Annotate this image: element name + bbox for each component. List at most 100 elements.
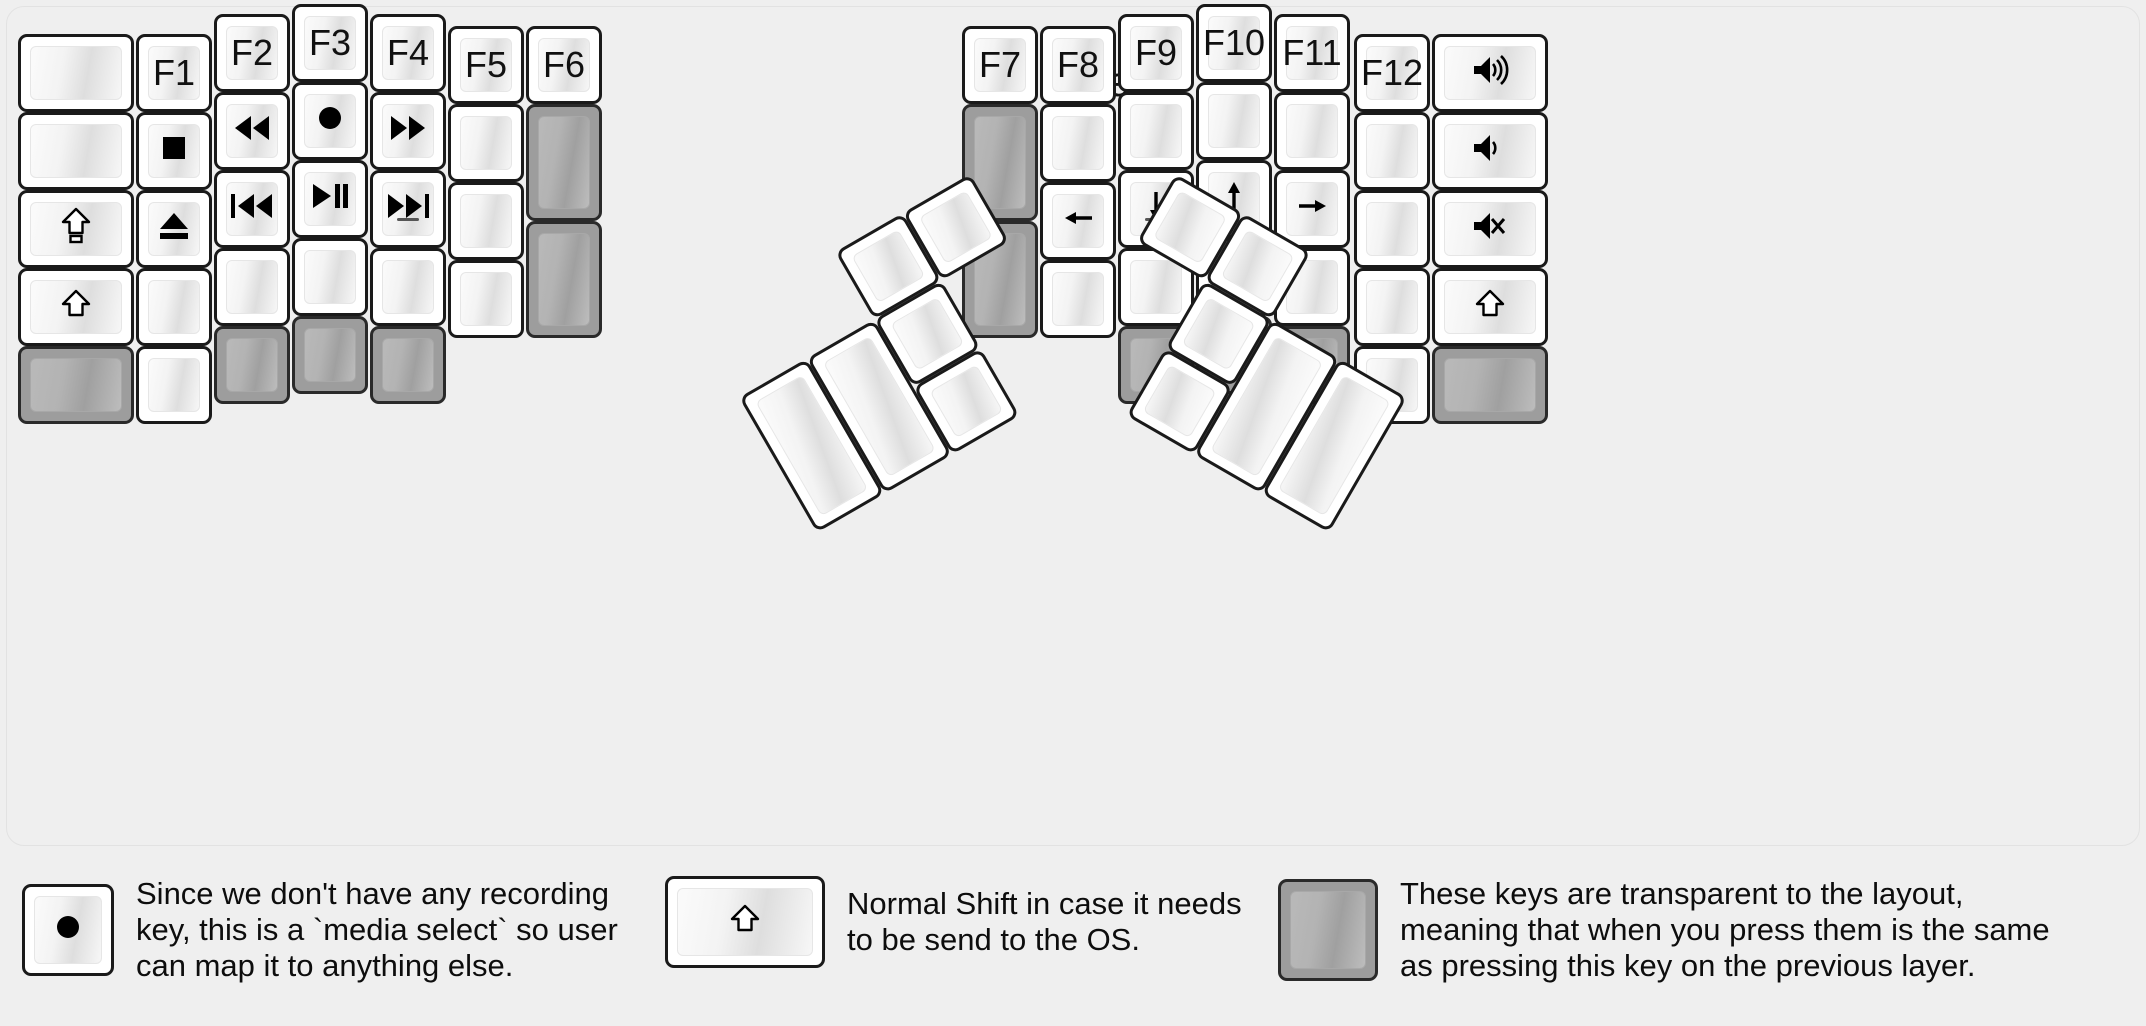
key-l-f6[interactable]: F6 <box>526 26 602 104</box>
key-l-f5[interactable]: F5 <box>448 26 524 104</box>
keycap-surface: F2 <box>226 26 278 80</box>
key-r-volume-up[interactable] <box>1432 34 1548 112</box>
keycap-surface <box>1444 202 1536 256</box>
keycap-surface <box>1444 280 1536 334</box>
key-l-c1-r5[interactable] <box>18 346 134 424</box>
keycap-surface <box>1052 116 1104 170</box>
key-l-c3-r5[interactable] <box>214 326 290 404</box>
key-r-c7-r5[interactable] <box>1432 346 1548 424</box>
keycap-surface <box>1366 280 1418 334</box>
play-pause-icon <box>308 181 352 217</box>
key-label: F12 <box>1360 52 1424 93</box>
key-r-c5-r2[interactable] <box>1274 92 1350 170</box>
key-r-c2-r4[interactable] <box>1040 260 1116 338</box>
keycap-surface <box>148 202 200 256</box>
key-l-stop[interactable] <box>136 112 212 190</box>
key-r-mute[interactable] <box>1432 190 1548 268</box>
keycap-surface <box>382 182 434 236</box>
prev-track-icon <box>227 191 277 227</box>
key-l-f1[interactable]: F1 <box>136 34 212 112</box>
keycap-surface <box>1153 190 1227 265</box>
keycap-surface <box>382 338 434 392</box>
key-r-arrow-right[interactable] <box>1274 170 1350 248</box>
volume-down-icon <box>1471 132 1509 170</box>
key-l-c5-r5[interactable] <box>370 326 446 404</box>
key-l-prev-track[interactable] <box>214 170 290 248</box>
key-l-f2[interactable]: F2 <box>214 14 290 92</box>
key-r-f7[interactable]: F7 <box>962 26 1038 104</box>
key-r-shift[interactable] <box>1432 268 1548 346</box>
key-r-f12[interactable]: F12 <box>1354 34 1430 112</box>
keycap-surface <box>148 280 200 334</box>
key-r-c4-r2[interactable] <box>1196 82 1272 160</box>
keycap-surface <box>1130 104 1182 158</box>
legend-record-key[interactable] <box>22 883 114 976</box>
key-r-c6-r2[interactable] <box>1354 112 1430 190</box>
key-l-record[interactable] <box>292 82 368 160</box>
keycap-surface <box>1130 260 1182 314</box>
eject-icon <box>156 210 192 248</box>
key-r-f8[interactable]: F8 <box>1040 26 1116 104</box>
key-r-f10[interactable]: F10 <box>1196 4 1272 82</box>
key-l-c4-r5[interactable] <box>292 316 368 394</box>
keycap-surface: F7 <box>974 38 1026 92</box>
keycap-surface <box>226 182 278 236</box>
key-l-c3-r4[interactable] <box>214 248 290 326</box>
next-track-icon <box>383 191 433 227</box>
keycap-surface <box>1286 182 1338 236</box>
key-r-arrow-left[interactable] <box>1040 182 1116 260</box>
key-l-c1-r3[interactable] <box>18 190 134 268</box>
key-l-c6-r4[interactable] <box>448 260 524 338</box>
legend-transparent-key[interactable] <box>1278 878 1378 981</box>
key-r-volume-down[interactable] <box>1432 112 1548 190</box>
shift-icon <box>728 903 762 941</box>
key-l-c6-r3[interactable] <box>448 182 524 260</box>
key-r-c6-r4[interactable] <box>1354 268 1430 346</box>
key-l-c1-r2[interactable] <box>18 112 134 190</box>
keycap-surface: F11 <box>1282 26 1342 80</box>
key-l-eject[interactable] <box>136 190 212 268</box>
key-l-c7-tall1[interactable] <box>526 104 602 221</box>
key-r-c3-r2[interactable] <box>1118 92 1194 170</box>
keycap-surface <box>1286 104 1338 158</box>
key-r-f9[interactable]: F9 <box>1118 14 1194 92</box>
key-r-c6-r3[interactable] <box>1354 190 1430 268</box>
key-r-c2-r2[interactable] <box>1040 104 1116 182</box>
key-l-play-pause[interactable] <box>292 160 368 238</box>
keycap-surface <box>1052 194 1104 248</box>
key-l-f3[interactable]: F3 <box>292 4 368 82</box>
legend-record: Since we don't have any recording key, t… <box>22 876 618 984</box>
key-l-c1-r1[interactable] <box>18 34 134 112</box>
keycap-surface <box>1444 358 1536 412</box>
legend-shift: Normal Shift in case it needs to be send… <box>665 876 1242 968</box>
key-l-fast-forward[interactable] <box>370 92 446 170</box>
key-l-c4-r4[interactable] <box>292 238 368 316</box>
key-l-c2-r5[interactable] <box>136 346 212 424</box>
keycap-surface: F1 <box>148 46 200 100</box>
keycap-surface <box>538 233 590 326</box>
key-l-c2-r4[interactable] <box>136 268 212 346</box>
stop-icon <box>159 133 189 169</box>
key-l-c6-r2[interactable] <box>448 104 524 182</box>
key-label: F5 <box>464 44 507 85</box>
keycap-surface <box>226 338 278 392</box>
key-l-rewind[interactable] <box>214 92 290 170</box>
key-r-f11[interactable]: F11 <box>1274 14 1350 92</box>
legend-shift-key[interactable] <box>665 876 825 968</box>
keycap-surface: F5 <box>460 38 512 92</box>
keycap-surface <box>304 250 356 304</box>
keycap-surface <box>1290 890 1366 969</box>
keycap-surface: F8 <box>1052 38 1104 92</box>
keycap-surface <box>677 888 813 956</box>
shift-lock-icon <box>59 206 93 252</box>
keycap-surface <box>304 328 356 382</box>
key-label: F1 <box>152 52 195 93</box>
key-l-c7-tall2[interactable] <box>526 221 602 338</box>
fast-forward-icon <box>386 113 430 149</box>
key-l-c5-r4[interactable] <box>370 248 446 326</box>
arrow-left-icon <box>1062 202 1095 241</box>
key-l-f4[interactable]: F4 <box>370 14 446 92</box>
keycap-surface <box>34 895 102 964</box>
key-l-c1-r4[interactable] <box>18 268 134 346</box>
key-l-next-track[interactable] <box>370 170 446 248</box>
